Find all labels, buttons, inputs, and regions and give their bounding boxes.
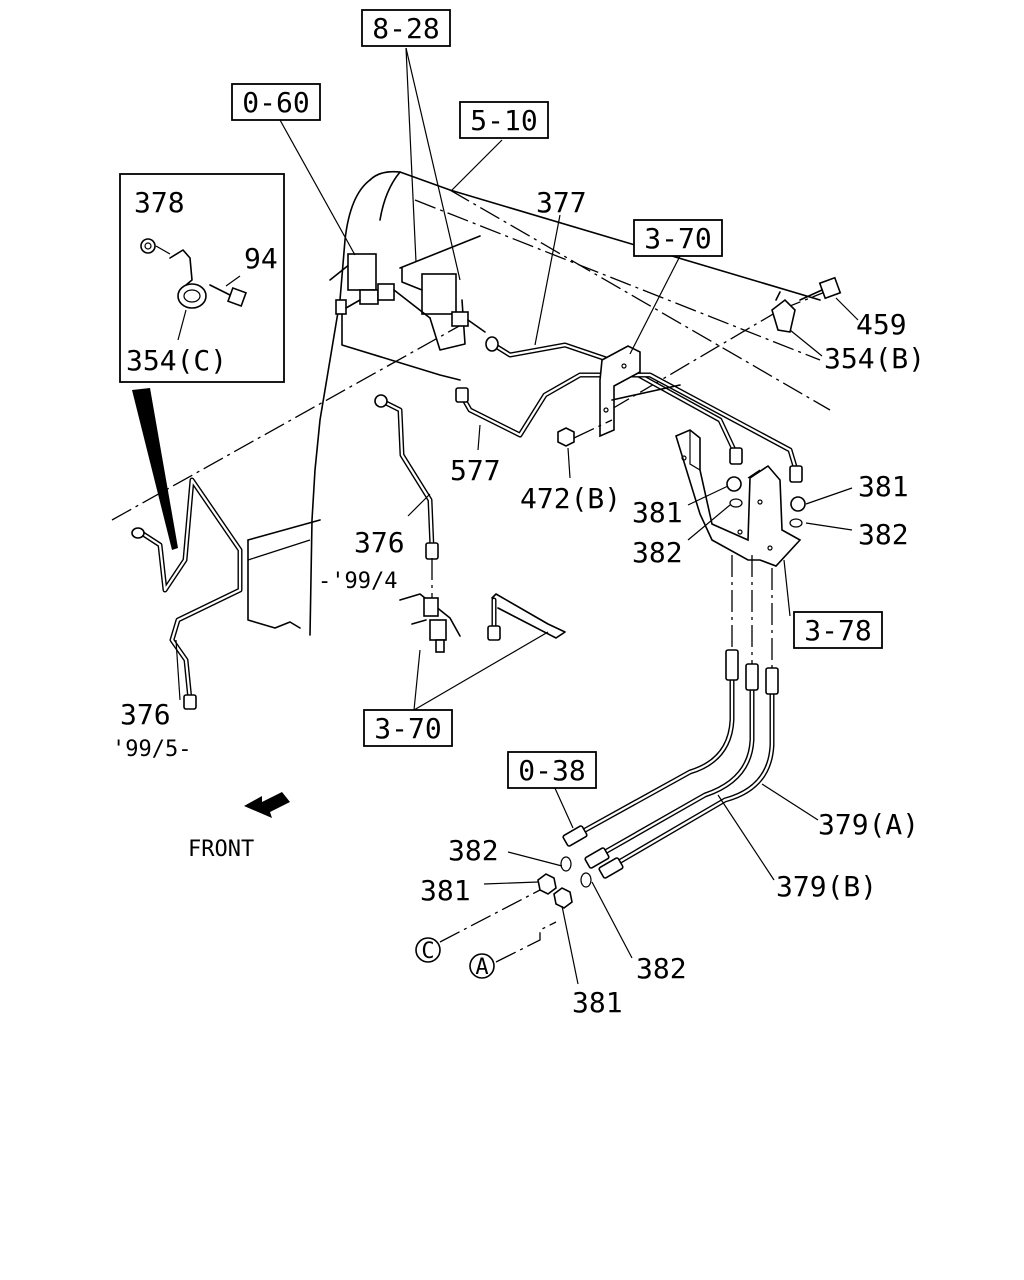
note-range-early: -'99/4 (318, 569, 397, 594)
ref-box-8-28[interactable]: 8-28 (361, 9, 451, 47)
marker-a-label: A (475, 955, 488, 980)
ref-label-3-70-top: 3-70 (644, 222, 711, 255)
bracket-378 (675, 429, 802, 567)
ref-label-0-38: 0-38 (518, 754, 585, 787)
part-577[interactable]: 577 (450, 454, 501, 487)
clip-354b (771, 291, 796, 333)
valve-060-icon (347, 253, 377, 291)
bolt-94-icon (227, 287, 247, 307)
hoses (562, 649, 779, 879)
nut-472b-icon (557, 427, 575, 447)
part-382-lower-right[interactable]: 382 (636, 952, 687, 985)
part-354c[interactable]: 354(C) (126, 344, 227, 377)
part-379b[interactable]: 379(B) (776, 870, 877, 903)
note-range-late: '99/5- (112, 737, 191, 762)
centerline-right (609, 309, 781, 411)
leader-lines (175, 47, 859, 985)
part-377[interactable]: 377 (536, 186, 587, 219)
part-382-lower-left[interactable]: 382 (448, 834, 499, 867)
ref-label-5-10: 5-10 (470, 104, 537, 137)
marker-a[interactable]: A (469, 953, 495, 980)
part-382-upper-right[interactable]: 382 (858, 518, 909, 551)
engine-outline (247, 170, 831, 636)
part-354b[interactable]: 354(B) (824, 342, 925, 375)
valve-828-icon (421, 273, 457, 315)
clamp-354c-icon (177, 283, 207, 309)
ref-label-3-70-bottom: 3-70 (374, 712, 441, 745)
nut-378-icon (140, 238, 156, 254)
ref-label-0-60: 0-60 (242, 86, 309, 119)
part-381-lower-left[interactable]: 381 (420, 874, 471, 907)
pipe-376-late (131, 477, 243, 710)
inset-leader (132, 388, 178, 550)
inset-detail (119, 173, 285, 383)
ref-box-3-78[interactable]: 3-78 (793, 611, 883, 649)
part-376-early[interactable]: 376 (354, 526, 405, 559)
part-382-upper-left[interactable]: 382 (632, 536, 683, 569)
ref-box-5-10[interactable]: 5-10 (459, 101, 549, 139)
bracket-370-bottom (399, 558, 566, 653)
ref-box-0-38[interactable]: 0-38 (507, 751, 597, 789)
valve-assembly (335, 235, 486, 381)
pipe-376-early (374, 394, 439, 560)
part-459[interactable]: 459 (856, 308, 907, 341)
note-front: FRONT (188, 837, 254, 862)
part-378[interactable]: 378 (134, 186, 185, 219)
marker-c[interactable]: C (415, 937, 441, 964)
pipe-377 (485, 336, 743, 465)
inset-frame (119, 173, 285, 383)
ref-box-3-70-bottom[interactable]: 3-70 (363, 709, 453, 747)
fasteners-lower (537, 856, 592, 909)
bracket-370-top (599, 345, 681, 438)
part-472b[interactable]: 472(B) (520, 482, 621, 515)
part-379a[interactable]: 379(A) (818, 808, 919, 841)
bolt-459 (799, 276, 842, 301)
part-376-late[interactable]: 376 (120, 698, 171, 731)
part-381-lower-right[interactable]: 381 (572, 986, 623, 1019)
front-arrow-icon (244, 792, 290, 818)
ref-box-0-60[interactable]: 0-60 (231, 83, 321, 121)
ref-box-3-70-top[interactable]: 3-70 (633, 219, 723, 257)
part-94[interactable]: 94 (244, 242, 278, 275)
ref-label-3-78: 3-78 (804, 614, 871, 647)
ref-label-8-28: 8-28 (372, 12, 439, 45)
part-381-upper-right[interactable]: 381 (858, 470, 909, 503)
pipe-577 (455, 372, 803, 483)
fasteners-upper (726, 476, 806, 528)
part-labels: 378 94 354(C) 377 459 354(B) 577 472(B) … (120, 186, 925, 1019)
marker-c-label: C (421, 939, 434, 964)
part-381-upper-left[interactable]: 381 (632, 496, 683, 529)
